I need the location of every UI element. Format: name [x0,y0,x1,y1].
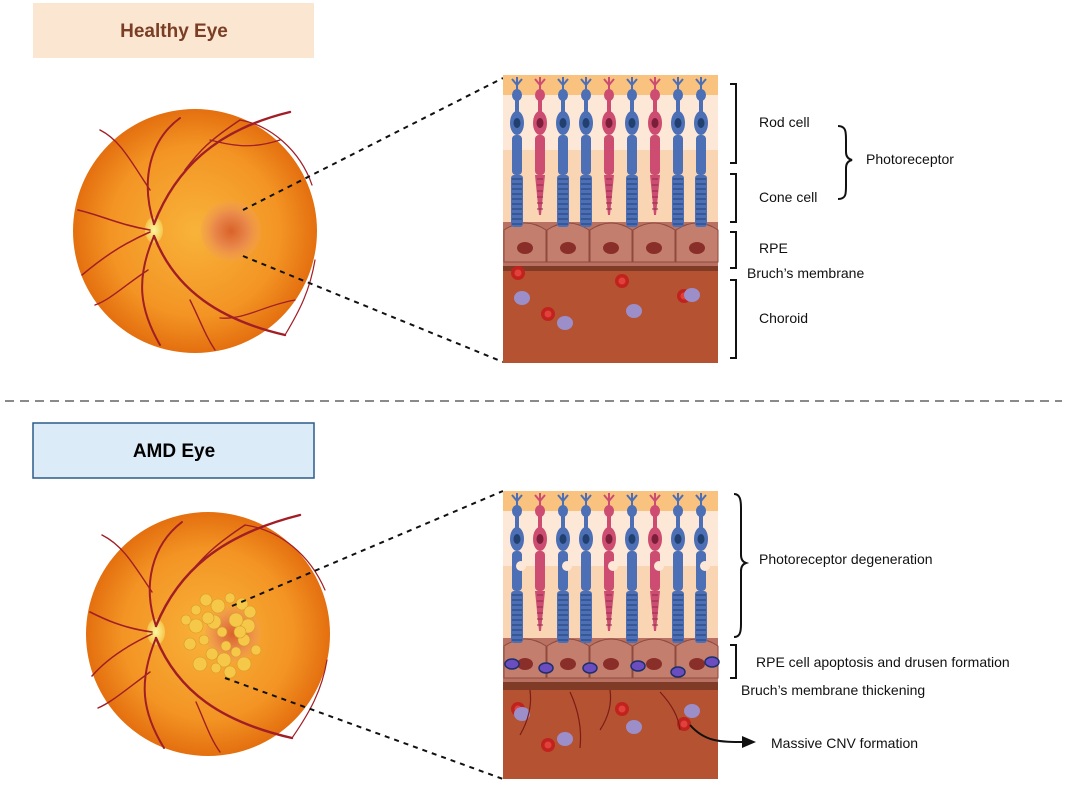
blood-cell-icon [557,316,573,330]
label-bruchs-thickening: Bruch’s membrane thickening [741,682,925,698]
zoom-lines [242,77,504,363]
amd-title: AMD Eye [133,441,215,462]
label-choroid: Choroid [759,310,808,326]
healthy-section: Healthy Eye [33,3,954,363]
healthy-labels: Rod cell Cone cell Photoreceptor RPE Bru… [730,83,954,359]
bruchs-membrane [503,266,718,271]
retina-layers-icon [503,75,719,363]
label-bruchs-membrane: Bruch’s membrane [747,265,864,281]
label-cone-cell: Cone cell [759,189,817,205]
brace-icon [730,279,737,359]
amd-section: AMD Eye [32,422,1010,780]
label-cnv: Massive CNV formation [771,735,918,751]
arrow-icon [742,736,756,748]
blood-cell-icon [626,720,642,734]
healthy-title: Healthy Eye [120,21,228,42]
brace-icon [730,83,737,164]
optic-disc [145,217,163,243]
brace-icon [730,173,737,223]
blood-cell-icon [626,304,642,318]
brace-icon [733,493,750,638]
label-rpe-apoptosis: RPE cell apoptosis and drusen formation [756,654,1010,670]
amd-title-box [32,422,315,479]
arrow-icon [689,724,746,743]
label-photoreceptor-degeneration: Photoreceptor degeneration [759,551,933,567]
healthy-title-box [33,3,314,58]
optic-disc [147,619,165,645]
amd-labels: Photoreceptor degeneration RPE cell apop… [689,493,1010,751]
blood-cell-icon [684,704,700,718]
label-rod-cell: Rod cell [759,114,810,130]
retina-layers-icon [503,491,720,779]
fundus-icon [73,109,317,353]
label-rpe: RPE [759,240,788,256]
fundus-icon [86,512,330,756]
drusen-cluster [180,592,262,679]
brace-icon [730,231,737,269]
bruchs-membrane [503,682,718,690]
blood-cell-icon [514,707,530,721]
choroid-layer [503,271,718,363]
blood-cell-icon [514,291,530,305]
brace-icon [730,644,737,679]
brace-icon [837,125,853,200]
blood-cell-icon [684,288,700,302]
blood-cell-icon [557,732,573,746]
macula [201,201,261,261]
label-photoreceptor: Photoreceptor [866,151,954,167]
